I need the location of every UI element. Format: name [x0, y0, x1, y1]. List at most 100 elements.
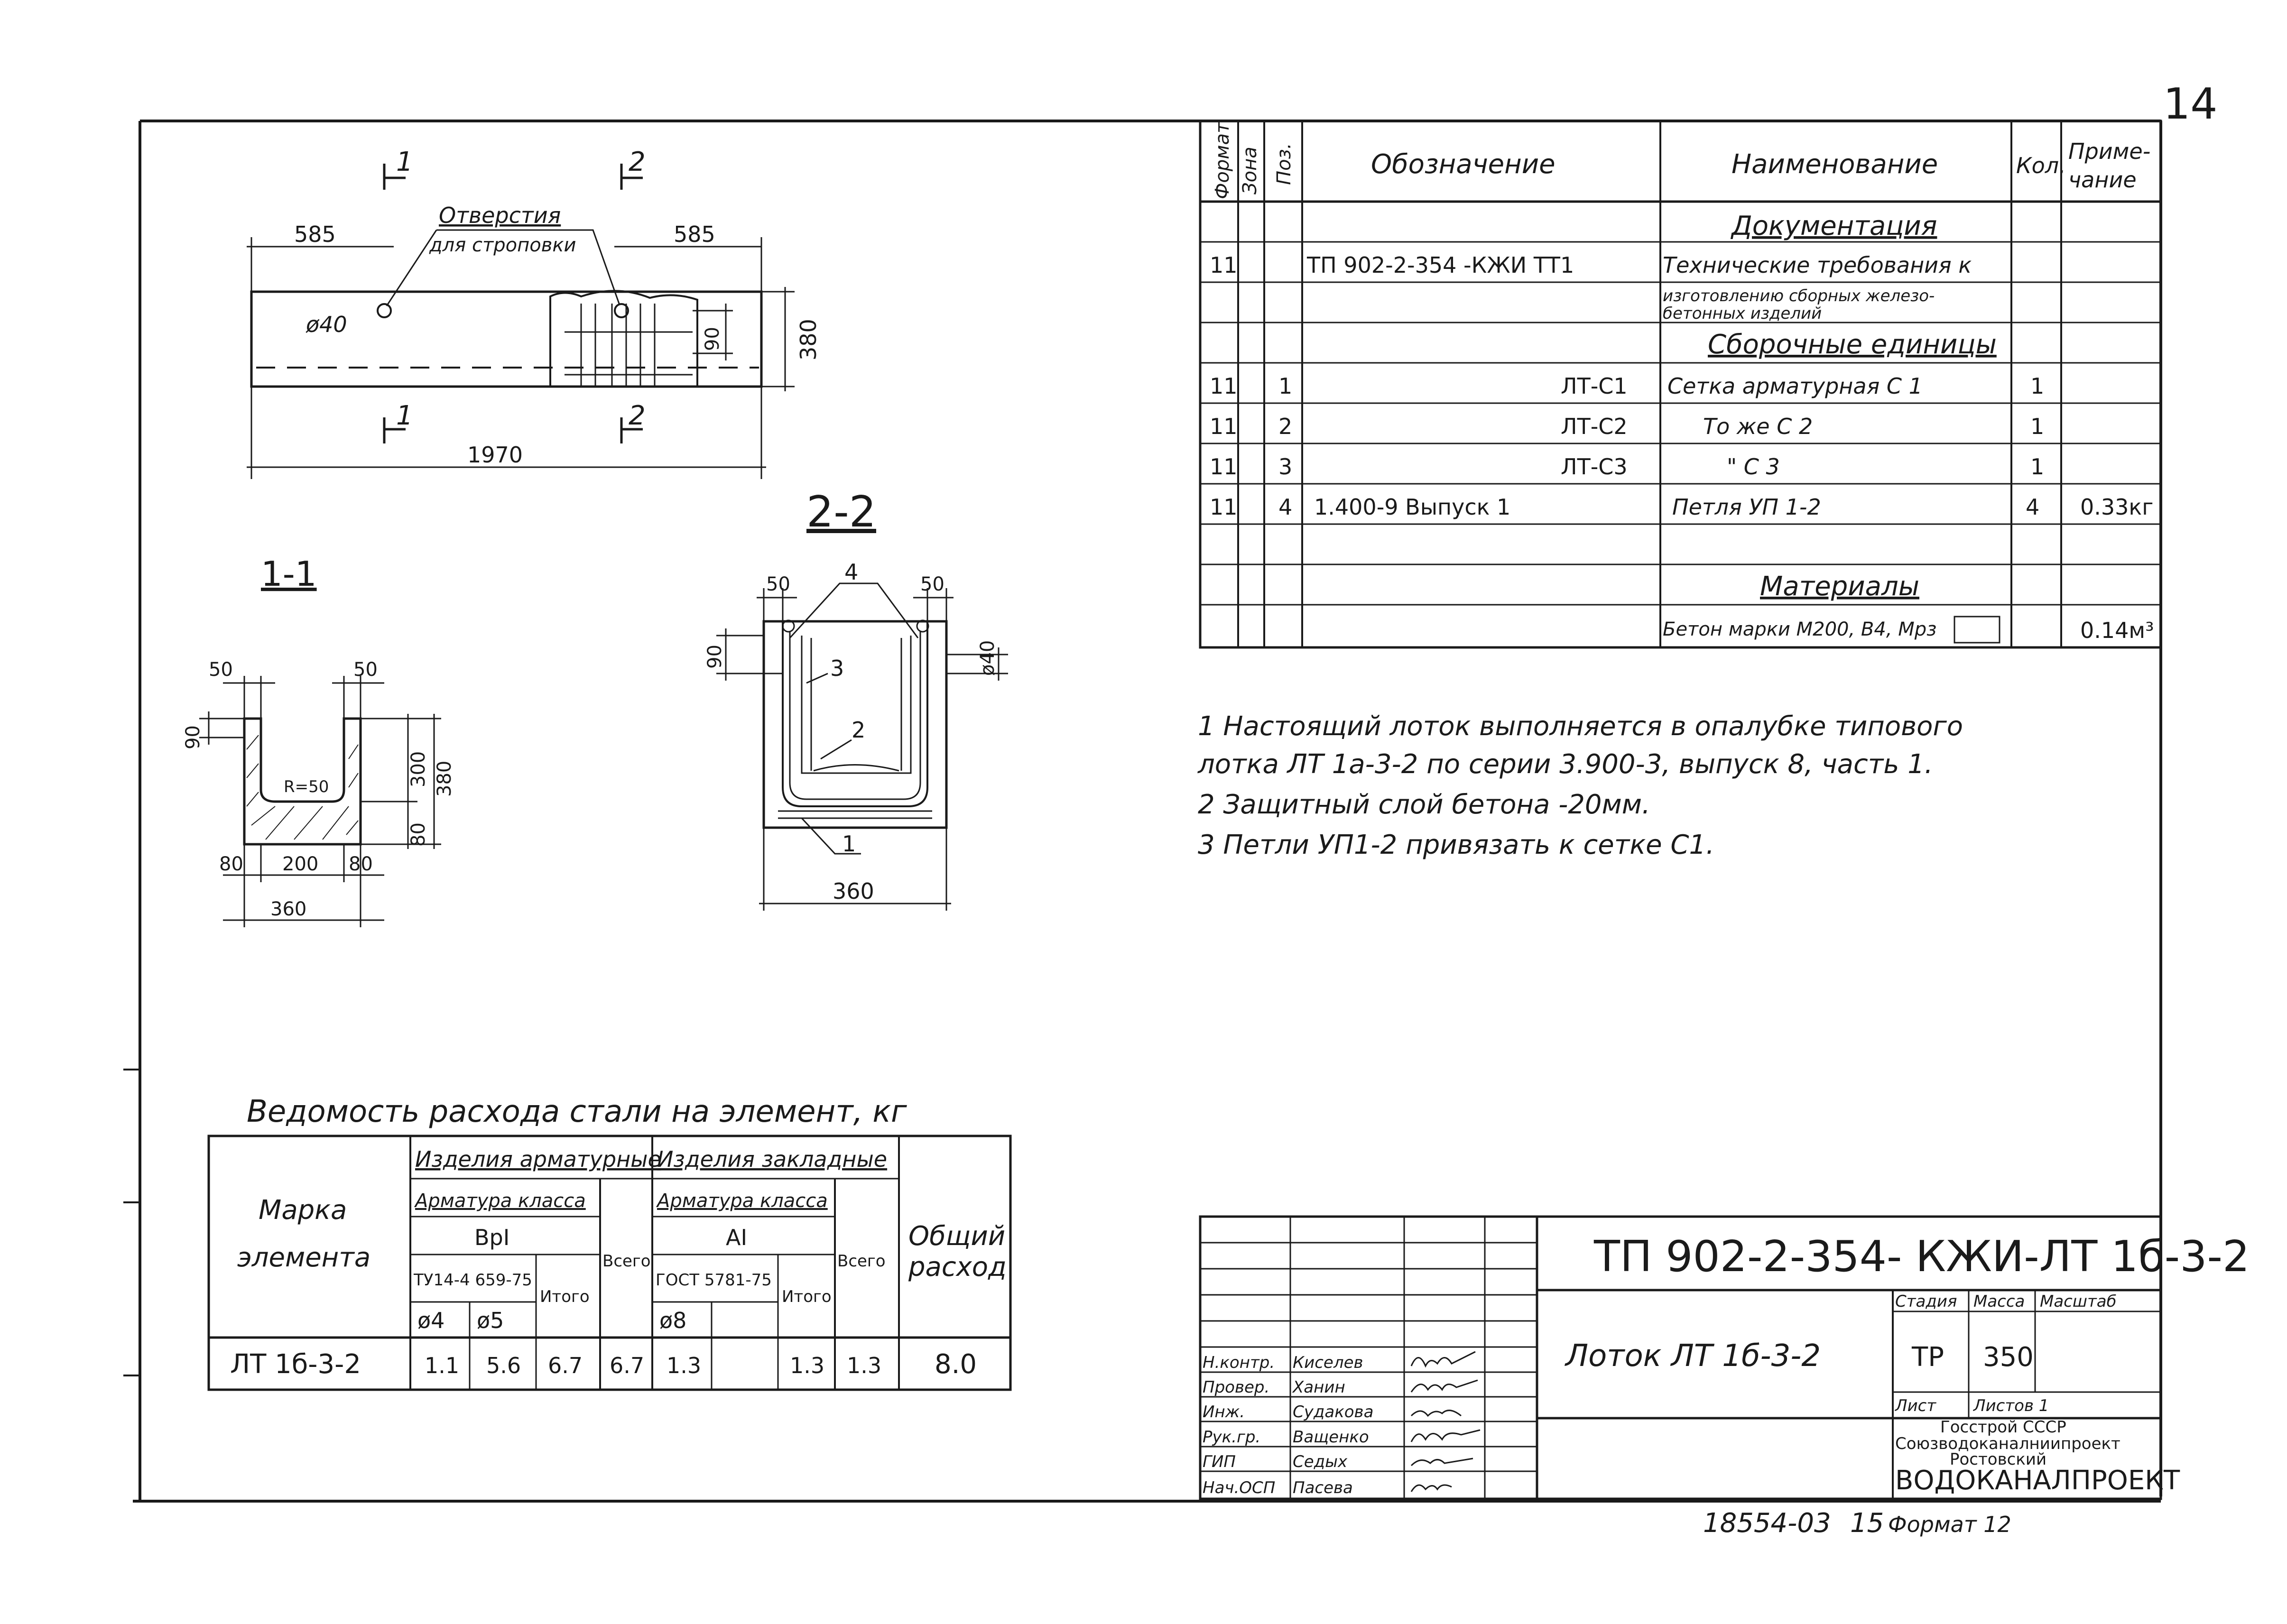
spec-table: Формат Зона Поз. Обозначение Наименовани…	[1199, 120, 2162, 649]
signer-name: Ханин	[1292, 1378, 1345, 1397]
s22-pos-2: 2	[852, 717, 865, 743]
signer-role: Инж.	[1203, 1403, 1245, 1421]
spec-header-name: Наименование	[1731, 149, 1938, 180]
plan-section-1-top: 1	[396, 147, 413, 177]
signer-role: Рук.гр.	[1203, 1428, 1260, 1447]
steel-class-a: AI	[726, 1225, 747, 1250]
s11-dim-50-right: 50	[353, 659, 378, 681]
spec-row-pos: 1	[1278, 373, 1292, 399]
note-line: 1 Настоящий лоток выполняется в опалубке…	[1198, 711, 1963, 742]
s11-radius: R=50	[284, 777, 329, 796]
plan-dim-90: 90	[702, 327, 723, 351]
signer-role: Провер.	[1203, 1378, 1269, 1397]
spec-row-designation: ТП 902-2-354 -КЖИ ТТ1	[1306, 252, 1574, 278]
spec-section-materials: Материалы	[1760, 571, 1919, 602]
s22-pos-3: 3	[830, 655, 844, 681]
note-line: 3 Петли УП1-2 привязать к сетке С1.	[1198, 830, 1714, 860]
notes: 1 Настоящий лоток выполняется в опалубке…	[1197, 711, 1963, 860]
steel-title: Ведомость расхода стали на элемент, кг	[247, 1094, 907, 1129]
plan-section-2-top: 2	[629, 147, 646, 177]
title-sheet-label: Лист	[1894, 1396, 1936, 1415]
spec-row-name: Бетон марки М200, В4, Мрз	[1663, 618, 1936, 640]
spec-row-designation: ЛТ-С1	[1561, 373, 1628, 399]
spec-header-format: Формат	[1212, 121, 1233, 199]
s22-dim-50-right: 50	[920, 573, 944, 595]
plan-holes-label-1: Отверстия	[439, 203, 561, 228]
drawing-frame	[123, 120, 2162, 1503]
s22-hole-dia: ø40	[977, 640, 999, 676]
title-object-name: Лоток ЛТ 1б-3-2	[1565, 1338, 1821, 1374]
title-col-scale: Масштаб	[2040, 1292, 2117, 1311]
spec-section-assembly: Сборочные единицы	[1708, 329, 1997, 360]
s11-dim-90: 90	[182, 725, 204, 749]
title-org-line3: Ростовский	[1950, 1450, 2046, 1469]
title-stage: ТР	[1911, 1342, 1944, 1373]
spec-row-name: изготовлению сборных железо-	[1663, 286, 1935, 305]
steel-itogo: Итого	[540, 1287, 590, 1306]
s22-pos-1: 1	[842, 831, 856, 857]
plan-dim-left: 585	[294, 221, 336, 247]
steel-std-bp: ТУ14-4 659-75	[413, 1271, 532, 1290]
spec-header-pos: Поз.	[1273, 143, 1295, 185]
steel-col-mark-2: элемента	[237, 1242, 370, 1273]
spec-row-name: " С 3	[1727, 454, 1780, 480]
s11-dim-360: 360	[270, 898, 306, 920]
steel-row-d5: 5.6	[486, 1353, 521, 1378]
title-sheets-label: Листов 1	[1972, 1396, 2049, 1415]
plan-dim-height: 380	[796, 319, 821, 360]
steel-d4: ø4	[417, 1308, 444, 1333]
s22-pos-4: 4	[844, 559, 858, 585]
signer-role: Н.контр.	[1203, 1353, 1275, 1372]
steel-vsego: Всего	[602, 1252, 651, 1271]
s11-dim-300: 300	[407, 751, 429, 787]
steel-vsego-2: Всего	[837, 1252, 886, 1271]
s22-dim-90: 90	[704, 645, 726, 669]
title-org-line2: Союзводоканалниипроект	[1895, 1434, 2120, 1453]
spec-row-name: Петля УП 1-2	[1672, 494, 1821, 520]
steel-total-2: расход	[908, 1252, 1007, 1283]
spec-row-format: 11	[1210, 252, 1238, 278]
title-block: ТП 902-2-354- КЖИ-ЛТ 1б-3-2 Лоток ЛТ 1б-…	[1199, 1215, 2250, 1500]
spec-row-name: бетонных изделий	[1663, 304, 1822, 323]
s11-dim-80-left: 80	[219, 853, 243, 875]
signer-role: Нач.ОСП	[1203, 1478, 1275, 1497]
steel-row-itogo2: 1.3	[790, 1353, 824, 1378]
steel-d5: ø5	[477, 1308, 504, 1333]
title-org-line4: ВОДОКАНАЛПРОЕКТ	[1895, 1465, 2180, 1496]
page-number: 14	[2163, 79, 2218, 129]
signer-name: Пасева	[1293, 1478, 1353, 1497]
steel-group-embedded: Изделия закладные	[657, 1146, 887, 1172]
steel-total-1: Общий	[908, 1221, 1005, 1252]
spec-row-designation: 1.400-9 Выпуск 1	[1314, 494, 1510, 520]
steel-d8: ø8	[659, 1308, 686, 1333]
sheet-footer: 18554-03 15 Формат 12	[1703, 1508, 2011, 1539]
steel-sub-rebar-class: Арматура класса	[414, 1190, 586, 1212]
section-1-1-title: 1-1	[261, 554, 317, 594]
spec-row-designation: ЛТ-С2	[1561, 414, 1628, 439]
title-doc-code: ТП 902-2-354- КЖИ-ЛТ 1б-3-2	[1593, 1232, 2250, 1282]
spec-header-qty: Кол.	[2016, 153, 2066, 178]
steel-class-bp: ВрI	[474, 1225, 509, 1250]
plan-section-1-bottom: 1	[396, 400, 413, 431]
spec-row-name: Сетка арматурная С 1	[1667, 373, 1923, 399]
title-mass: 350	[1983, 1342, 2034, 1373]
plan-dim-right: 585	[674, 221, 715, 247]
s22-dim-50-left: 50	[766, 573, 790, 595]
steel-group-rebar: Изделия арматурные	[415, 1146, 661, 1172]
title-col-mass: Масса	[1973, 1292, 2025, 1311]
plan-dim-total: 1970	[467, 442, 523, 468]
signer-name: Киселев	[1293, 1353, 1363, 1372]
s22-dim-360: 360	[833, 878, 874, 904]
signer-name: Седых	[1293, 1452, 1348, 1471]
spec-row-name: То же С 2	[1703, 414, 1813, 439]
spec-row-qty: 4	[2026, 494, 2039, 520]
note-line: лотка ЛТ 1а-3-2 по серии 3.900-3, выпуск…	[1197, 749, 1933, 780]
plan-holes-label-2: для строповки	[429, 234, 576, 256]
spec-row-qty: 1	[2030, 454, 2044, 480]
spec-row-pos: 3	[1278, 454, 1292, 480]
section-2-2: 2-2 50 50 4 3 2 1 90 ø4	[704, 487, 1008, 911]
s11-dim-200: 200	[282, 853, 318, 875]
s11-dim-80-right: 80	[349, 853, 373, 875]
spec-row-format: 11	[1210, 414, 1238, 439]
spec-section-documentation: Документация	[1730, 211, 1937, 241]
